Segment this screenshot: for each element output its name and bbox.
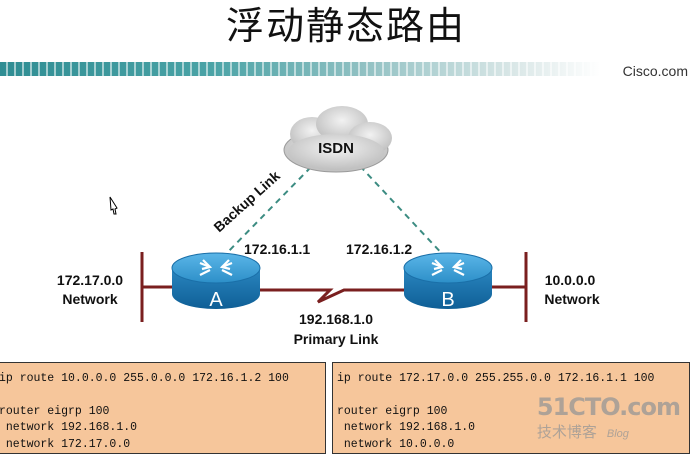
router-b xyxy=(403,252,493,309)
router-a-ip: 172.16.1.1 xyxy=(244,241,310,257)
primary-link-address: 192.168.1.0 xyxy=(299,311,373,327)
cloud-label: ISDN xyxy=(318,140,354,157)
right-network-address: 10.0.0.0 xyxy=(545,272,596,288)
config-b-line-1: ip route 172.17.0.0 255.255.0.0 172.16.1… xyxy=(337,372,655,385)
pen-cursor-icon xyxy=(109,196,118,215)
config-a-line-4: network 172.17.0.0 xyxy=(0,437,131,451)
watermark-blog: Blog xyxy=(606,428,629,440)
router-a-arrows-icon xyxy=(199,259,233,276)
router-a-config: ip route 10.0.0.0 255.0.0.0 172.16.1.2 1… xyxy=(0,362,326,454)
primary-link-label: Primary Link xyxy=(294,331,379,347)
isdn-cloud xyxy=(283,106,392,173)
right-network-label: Network xyxy=(544,291,599,307)
router-b-ip: 172.16.1.2 xyxy=(346,241,412,257)
config-b-line-4: network 10.0.0.0 xyxy=(337,437,455,451)
config-b-line-3: network 192.168.1.0 xyxy=(337,421,476,434)
backup-link-line-b xyxy=(359,165,447,259)
backup-link-label: Backup Link xyxy=(210,167,283,235)
watermark-site: 51CTO.com xyxy=(536,393,681,421)
primary-serial-link xyxy=(258,288,410,304)
router-b-label: B xyxy=(441,289,454,311)
header-stripe xyxy=(0,62,600,76)
left-network-label: Network xyxy=(62,291,117,307)
config-a-line-2: router eigrp 100 xyxy=(0,404,110,418)
site-watermark: 51CTO.com 技术博客 Blog xyxy=(536,393,681,442)
router-b-arrows-icon xyxy=(431,259,465,276)
config-a-line-1: ip route 10.0.0.0 255.0.0.0 172.16.1.2 1… xyxy=(0,372,289,385)
router-a-label: A xyxy=(209,289,223,311)
cisco-brand: Cisco.com xyxy=(622,63,688,79)
config-a-line-3: network 192.168.1.0 xyxy=(0,421,138,434)
watermark-sub: 技术博客 xyxy=(536,423,597,441)
config-b-line-2: router eigrp 100 xyxy=(337,404,448,418)
left-network-address: 172.17.0.0 xyxy=(57,272,123,288)
router-a xyxy=(171,252,261,309)
slide-title: 浮动静态路由 xyxy=(225,4,466,48)
router-b-config: ip route 172.17.0.0 255.255.0.0 172.16.1… xyxy=(332,362,690,454)
